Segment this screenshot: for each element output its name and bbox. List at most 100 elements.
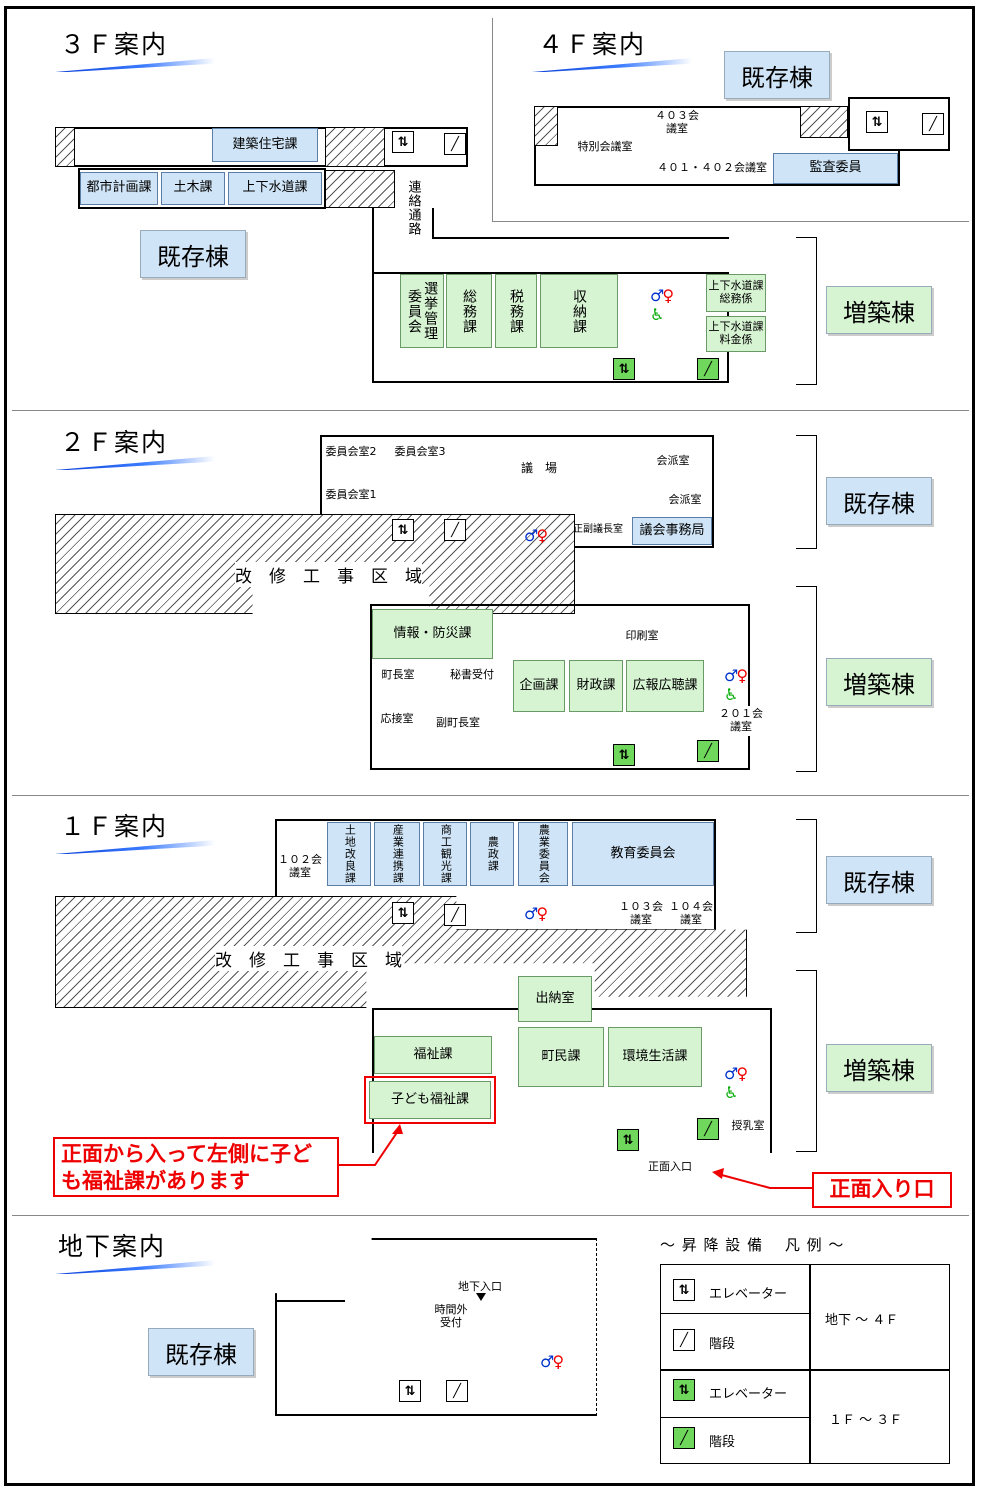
elevator-icon: ⇅ — [399, 1380, 421, 1402]
room-tochi: 土地改良課 — [327, 822, 371, 886]
room-201: ２０１会議室 — [718, 706, 764, 736]
wing-3f — [78, 168, 326, 209]
stairs-icon: ╱ — [697, 740, 719, 762]
room-hisho: 秘書受付 — [446, 664, 498, 686]
room-chocho: 町長室 — [372, 664, 424, 686]
elevator-icon: ⇅ — [866, 111, 888, 133]
tag-existing: 既存棟 — [826, 856, 932, 904]
tag-existing: 既存棟 — [148, 1328, 254, 1376]
legend-table: ⇅ エレベーター ╱ 階段 ⇅ エレベーター ╱ 階段 地下 ～ ４Ｆ １Ｆ ～… — [660, 1264, 950, 1464]
room-iinkai1: 委員会室1 — [322, 484, 380, 506]
room-fukucho: 副町長室 — [428, 712, 488, 734]
room-seifuku: 正副議長室 — [566, 520, 630, 540]
room-kyoiku: 教育委員会 — [572, 822, 714, 886]
room-zeimu: 税務課 — [495, 274, 537, 348]
room-toshi: 都市計画課 — [80, 172, 158, 205]
room-401-402: ４０１・４０２会議室 — [654, 153, 770, 183]
outline-b1 — [275, 1238, 597, 1416]
elevator-icon: ⇅ — [392, 131, 414, 153]
room-fukushi: 福祉課 — [374, 1036, 492, 1074]
room-koho: 広報広聴課 — [626, 660, 704, 712]
hatched-area — [325, 170, 395, 208]
room-iinkai2: 委員会室2 — [322, 441, 380, 463]
room-kaiha2: 会派室 — [660, 490, 710, 510]
elevator-icon: ⇅ — [613, 744, 635, 766]
4f-panel — [492, 18, 969, 222]
room-insatsu: 印刷室 — [614, 626, 670, 646]
room-shuno: 収納課 — [540, 274, 618, 348]
room-kaiha1: 会派室 — [640, 450, 706, 472]
elevator-icon: ⇅ — [673, 1379, 695, 1401]
bracket — [796, 435, 817, 549]
room-kansa: 監査委員 — [773, 153, 898, 184]
tag-extension: 増築棟 — [826, 286, 932, 334]
room-tokubetsu: 特別会議室 — [560, 136, 650, 158]
legend-elevator: エレベーター — [709, 1387, 788, 1402]
stairs-icon: ╱ — [673, 1329, 695, 1351]
room-gijo: 議 場 — [466, 456, 612, 482]
room-junyu: 授乳室 — [728, 1116, 768, 1136]
map-frame — [4, 6, 975, 1486]
room-senkyo: 選挙管理委員会 — [400, 274, 444, 348]
section-divider — [12, 795, 969, 796]
legend-range-1: 地下 ～ ４Ｆ — [825, 1313, 899, 1328]
tag-extension: 増築棟 — [826, 1044, 932, 1092]
wall — [275, 1300, 345, 1302]
entrance-small-label: 正面入口 — [648, 1160, 692, 1173]
room-nosei: 農政課 — [470, 822, 514, 886]
restroom-icon: ♂♀♿ — [650, 286, 674, 324]
stairs-icon: ╱ — [444, 133, 466, 155]
stairs-icon: ╱ — [673, 1427, 695, 1449]
kodomo-callout: 正面から入って左側に子ども福祉課があります — [53, 1137, 339, 1197]
room-403: ４０３会議室 — [654, 108, 700, 138]
room-gikai: 議会事務局 — [632, 517, 712, 545]
wall — [372, 208, 374, 273]
room-kenchiku: 建築住宅課 — [212, 128, 318, 162]
hatched-area — [534, 106, 558, 146]
elevator-icon: ⇅ — [673, 1279, 695, 1301]
stairs-icon: ╱ — [922, 113, 944, 135]
floor-b1-title: 地下案内 — [58, 1232, 167, 1261]
wall — [432, 237, 729, 239]
room-jikangai: 時間外受付 — [430, 1302, 472, 1332]
legend-stairs: 階段 — [709, 1435, 736, 1450]
room-jouge: 上下水道課 — [228, 172, 322, 205]
hatched-area — [325, 127, 385, 167]
wall — [432, 208, 434, 238]
bracket — [796, 819, 817, 933]
legend-range-2: １Ｆ ～ ３Ｆ — [829, 1413, 903, 1428]
tag-extension: 増築棟 — [826, 658, 932, 706]
hatched-area — [55, 127, 75, 167]
outline-2f-extension — [370, 604, 750, 770]
room-jouge-somu: 上下水道課総務係 — [706, 274, 766, 312]
restroom-icon: ♂♀ — [524, 904, 548, 923]
floor-3f-title: ３Ｆ案内 — [60, 30, 169, 59]
hatched-area — [800, 106, 848, 138]
section-divider — [12, 1215, 969, 1216]
room-zaisei: 財政課 — [569, 660, 623, 712]
room-103: １０３会議室 — [618, 900, 664, 927]
room-kodomo: 子ども福祉課 — [369, 1081, 491, 1119]
tag-existing: 既存棟 — [724, 51, 830, 99]
tag-existing: 既存棟 — [140, 230, 246, 278]
room-104: １０４会議室 — [668, 900, 714, 927]
entrance-callout: 正面入り口 — [812, 1172, 952, 1208]
room-kikaku: 企画課 — [513, 660, 565, 712]
bracket — [796, 237, 817, 385]
bracket — [796, 586, 817, 772]
stairs-icon: ╱ — [444, 904, 466, 926]
bracket — [796, 970, 817, 1152]
restroom-icon: ♂♀ — [524, 526, 548, 545]
elevator-icon: ⇅ — [617, 1129, 639, 1151]
room-kankyo: 環境生活課 — [608, 1027, 702, 1087]
kodomo-highlight — [364, 1076, 496, 1124]
stairs-icon: ╱ — [697, 358, 719, 380]
room-osetsu: 応接室 — [372, 708, 422, 730]
renovation-label: 改 修 工 事 区 域 — [215, 946, 402, 971]
restroom-icon: ♂♀♿ — [724, 666, 748, 704]
elevator-icon: ⇅ — [613, 358, 635, 380]
room-chomin: 町民課 — [518, 1027, 604, 1087]
stairs-icon: ╱ — [446, 1380, 468, 1402]
room-somu: 総務課 — [446, 274, 492, 348]
